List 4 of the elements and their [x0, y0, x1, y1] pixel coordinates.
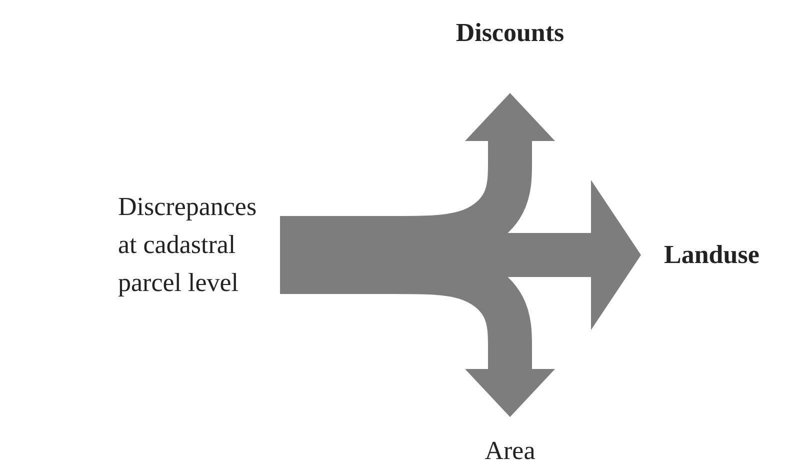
node-label: Landuse: [664, 239, 760, 271]
node-label: Discrepances at cadastral parcel level: [118, 191, 258, 299]
node-label: Area: [484, 435, 536, 467]
node-label: Discounts: [454, 17, 566, 49]
